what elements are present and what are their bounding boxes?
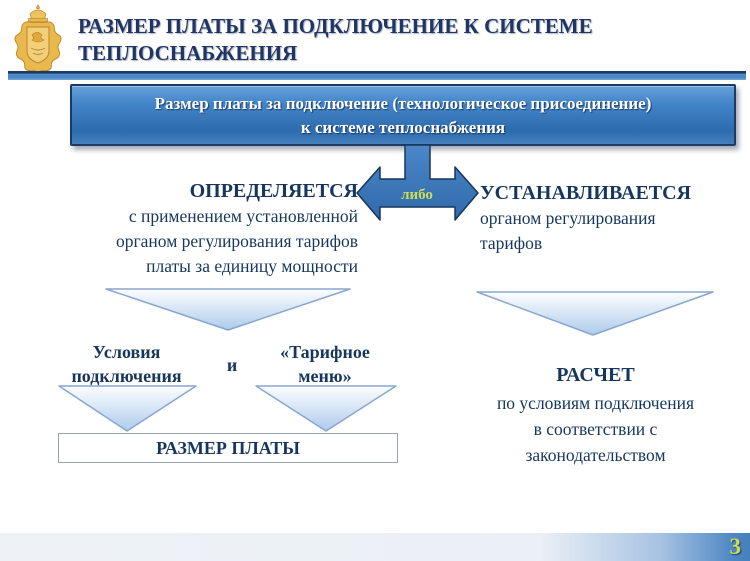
left-branch: ОПРЕДЕЛЯЕТСЯ с применением установленной… [40,178,358,279]
tariff-menu-label-line2: меню» [298,366,352,386]
calculation-line2: в соответствии с [533,419,658,439]
footer-bar: 3 [0,533,750,561]
conditions-label: Условия подключения [44,340,209,388]
right-branch: УСТАНАВЛИВАЕТСЯ органом регулирования та… [480,180,720,256]
page-title: РАЗМЕР ПЛАТЫ ЗА ПОДКЛЮЧЕНИЕ К СИСТЕМЕ ТЕ… [78,13,638,67]
right-branch-line2: тарифов [480,233,543,253]
left-branch-line2: органом регулирования тарифов [115,231,358,251]
banner-line1: Размер платы за подключение (технологиче… [154,94,652,113]
payment-amount-box: РАЗМЕР ПЛАТЫ [58,433,398,463]
right-branch-line1: органом регулирования [480,208,656,228]
conditions-down-triangle [58,385,197,432]
calculation-block: РАСЧЕТ по условиям подключения в соответ… [468,360,723,468]
conjunction-label: и [226,355,238,375]
calculation-line3: законодательством [525,445,666,465]
conditions-label-line2: подключения [71,366,182,386]
header-divider [8,71,746,80]
right-big-down-triangle [476,291,714,336]
banner-line2: к системе теплоснабжения [300,118,506,137]
calculation-line1: по условиям подключения [496,393,695,413]
tariff-menu-down-triangle [255,385,397,432]
main-banner: Размер платы за подключение (технологиче… [70,84,736,146]
tariff-menu-label-line1: «Тарифное [280,342,370,362]
page-number: 3 [729,534,742,559]
left-branch-line3: платы за единицу мощности [146,256,358,276]
tariff-menu-label: «Тарифное меню» [250,340,400,388]
page-title-line1: РАЗМЕР ПЛАТЫ ЗА ПОДКЛЮЧЕНИЕ К СИСТЕМЕ [78,14,593,38]
left-branch-heading: ОПРЕДЕЛЯЕТСЯ [189,180,358,202]
left-big-down-triangle [105,288,351,331]
or-connector-arrow-shape [356,144,479,221]
calculation-heading: РАСЧЕТ [556,364,635,386]
page-title-line2: ТЕПЛОСНАБЖЕНИЯ [78,41,298,65]
conditions-label-line1: Условия [92,342,161,362]
right-branch-heading: УСТАНАВЛИВАЕТСЯ [480,182,692,204]
coat-of-arms-icon [14,4,62,73]
left-branch-line1: с применением установленной [128,206,358,226]
or-label: либо [401,187,433,203]
